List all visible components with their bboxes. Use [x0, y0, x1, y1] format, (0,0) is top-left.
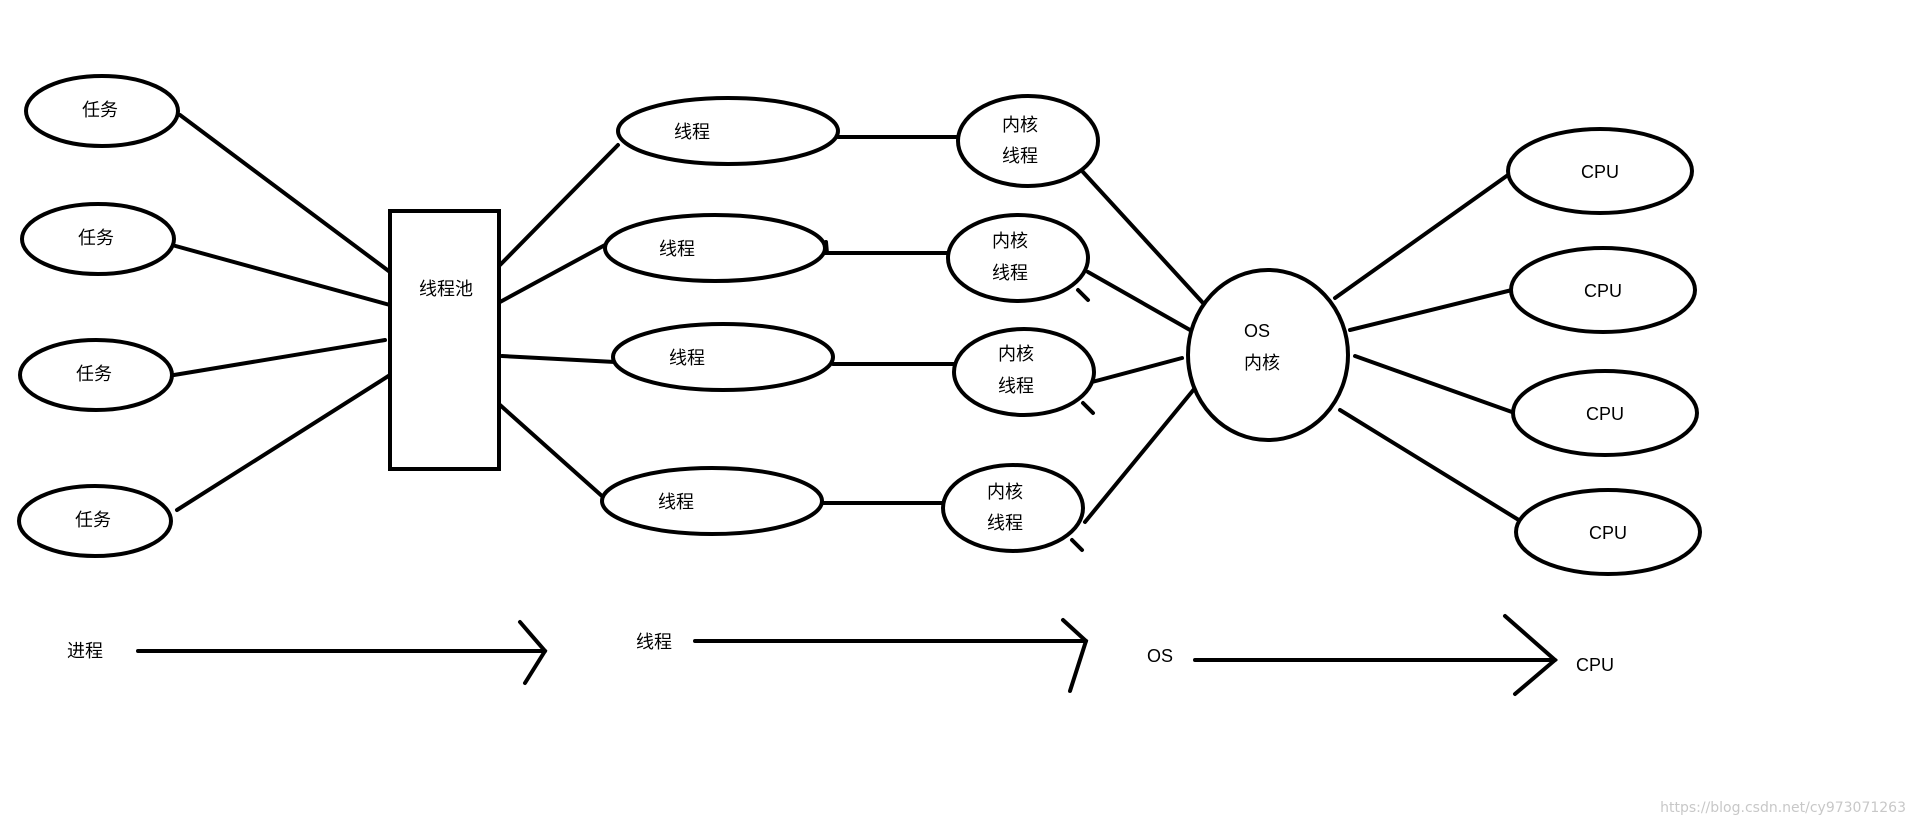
edge-task4-pool: [175, 373, 392, 512]
kernel-thread-line1: 内核: [998, 344, 1034, 364]
task-node-4: 任务: [17, 484, 173, 558]
kernel-thread-line2: 线程: [998, 376, 1034, 396]
cpu-label: CPU: [1586, 404, 1624, 424]
cpu-node-1: CPU: [1506, 127, 1694, 215]
flow-label-cpu: CPU: [1576, 655, 1614, 675]
edge-kernel4-os: [1083, 386, 1197, 524]
kernel-thread-node-2: 内核 线程: [946, 213, 1090, 303]
thread-pool-box: 线程池: [388, 209, 501, 471]
cpu-node-2: CPU: [1509, 246, 1697, 334]
edge-pool-thread1: [498, 143, 620, 267]
flow-thread-to-os: 线程: [636, 618, 1089, 693]
edge-os-cpu2: [1348, 288, 1514, 332]
flow-process-to-thread: 进程: [67, 620, 548, 685]
thread-pool-label: 线程池: [419, 279, 473, 299]
edge-task1-pool: [178, 113, 392, 274]
edge-task3-pool: [172, 338, 387, 377]
kernel-thread-line1: 内核: [1002, 115, 1038, 135]
os-kernel-line1: OS: [1244, 321, 1270, 341]
thread-label: 线程: [669, 348, 705, 368]
edge-os-cpu1: [1333, 173, 1510, 300]
edge-kernel1-os: [1081, 170, 1205, 305]
flow-label-process: 进程: [67, 641, 103, 661]
task-label: 任务: [75, 510, 111, 530]
thread-node-4: 线程: [600, 466, 824, 536]
cpu-node-3: CPU: [1511, 369, 1699, 457]
task-label: 任务: [76, 364, 112, 384]
task-label: 任务: [82, 100, 118, 120]
kernel-thread-line2: 线程: [992, 263, 1028, 283]
edge-task2-pool: [170, 243, 392, 307]
edge-pool-thread4: [498, 403, 614, 507]
kernel-thread-node-1: 内核 线程: [956, 94, 1100, 188]
edge-pool-thread2: [498, 243, 607, 304]
task-label: 任务: [78, 228, 114, 248]
arrowhead: [518, 620, 548, 685]
cpu-label: CPU: [1581, 162, 1619, 182]
flow-label-os: OS: [1147, 646, 1173, 666]
thread-label: 线程: [658, 492, 694, 512]
task-node-1: 任务: [24, 74, 180, 148]
kernel-thread-node-3: 内核 线程: [952, 327, 1096, 417]
cpu-node-4: CPU: [1514, 488, 1702, 576]
os-kernel-node: OS 内核: [1186, 268, 1350, 442]
kernel-thread-line1: 内核: [992, 231, 1028, 251]
flow-os-to-cpu: OS CPU: [1147, 614, 1614, 696]
thread-node-3: 线程: [611, 322, 835, 392]
arrowhead: [1503, 614, 1559, 696]
os-kernel-line2: 内核: [1244, 353, 1280, 373]
edge-kernel3-os: [1090, 356, 1184, 384]
edge-pool-thread3: [500, 354, 617, 364]
thread-label: 线程: [659, 239, 695, 259]
arrowhead: [1061, 618, 1089, 693]
edge-kernel2-os: [1086, 270, 1192, 332]
kernel-thread-line2: 线程: [1002, 146, 1038, 166]
kernel-thread-line1: 内核: [987, 482, 1023, 502]
cpu-label: CPU: [1589, 523, 1627, 543]
thread-node-2: 线程: [603, 213, 827, 283]
kernel-thread-node-4: 内核 线程: [941, 463, 1085, 553]
cpu-label: CPU: [1584, 281, 1622, 301]
thread-node-1: 线程: [616, 96, 840, 166]
edge-os-cpu4: [1338, 408, 1524, 524]
flow-label-thread: 线程: [636, 632, 672, 652]
thread-label: 线程: [674, 122, 710, 142]
kernel-thread-line2: 线程: [987, 513, 1023, 533]
edge-os-cpu3: [1353, 354, 1514, 414]
task-node-3: 任务: [18, 338, 174, 412]
task-node-2: 任务: [20, 202, 176, 276]
watermark: https://blog.csdn.net/cy973071263: [1660, 800, 1906, 816]
